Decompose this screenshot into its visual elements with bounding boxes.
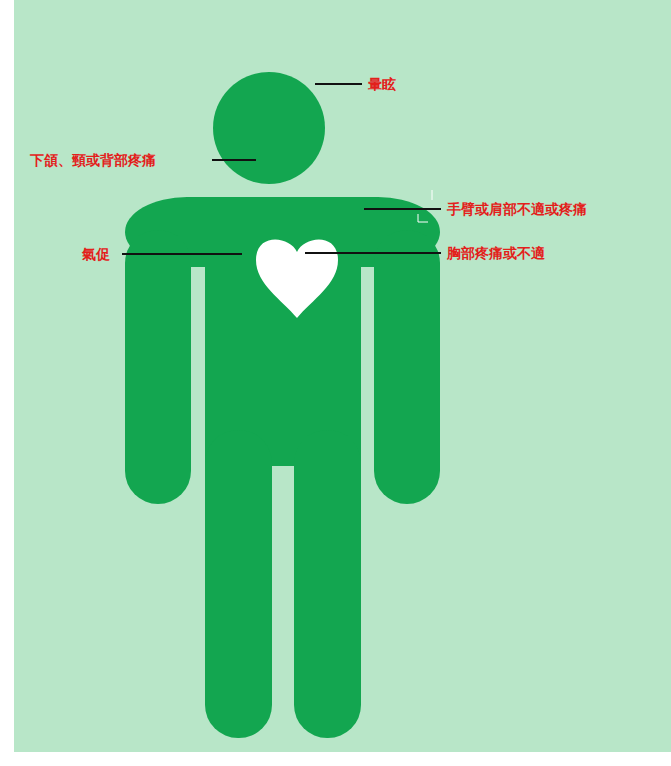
right-leg xyxy=(294,430,361,738)
human-figure xyxy=(125,72,440,738)
leader-lines xyxy=(122,84,441,254)
leader-line xyxy=(212,159,256,161)
symptom-label: 下頜、頸或背部疼痛 xyxy=(30,151,156,169)
bracket-marks xyxy=(418,190,432,222)
heart-symbol xyxy=(256,239,338,318)
bracket-mark xyxy=(418,214,428,222)
leader-line xyxy=(305,252,441,254)
leader-line xyxy=(364,208,441,210)
left-arm xyxy=(125,230,191,504)
symptom-label: 手臂或肩部不適或疼痛 xyxy=(447,200,587,218)
leader-line xyxy=(315,83,362,85)
left-leg xyxy=(205,430,272,738)
torso xyxy=(205,230,361,466)
leader-line xyxy=(122,253,242,255)
symptom-label: 胸部疼痛或不適 xyxy=(447,244,545,262)
right-arm xyxy=(374,230,440,504)
background-panel xyxy=(14,0,671,752)
head xyxy=(213,72,325,184)
symptom-label: 氣促 xyxy=(82,245,110,263)
symptom-label: 暈眩 xyxy=(368,75,396,93)
bracket-mark xyxy=(432,190,433,200)
